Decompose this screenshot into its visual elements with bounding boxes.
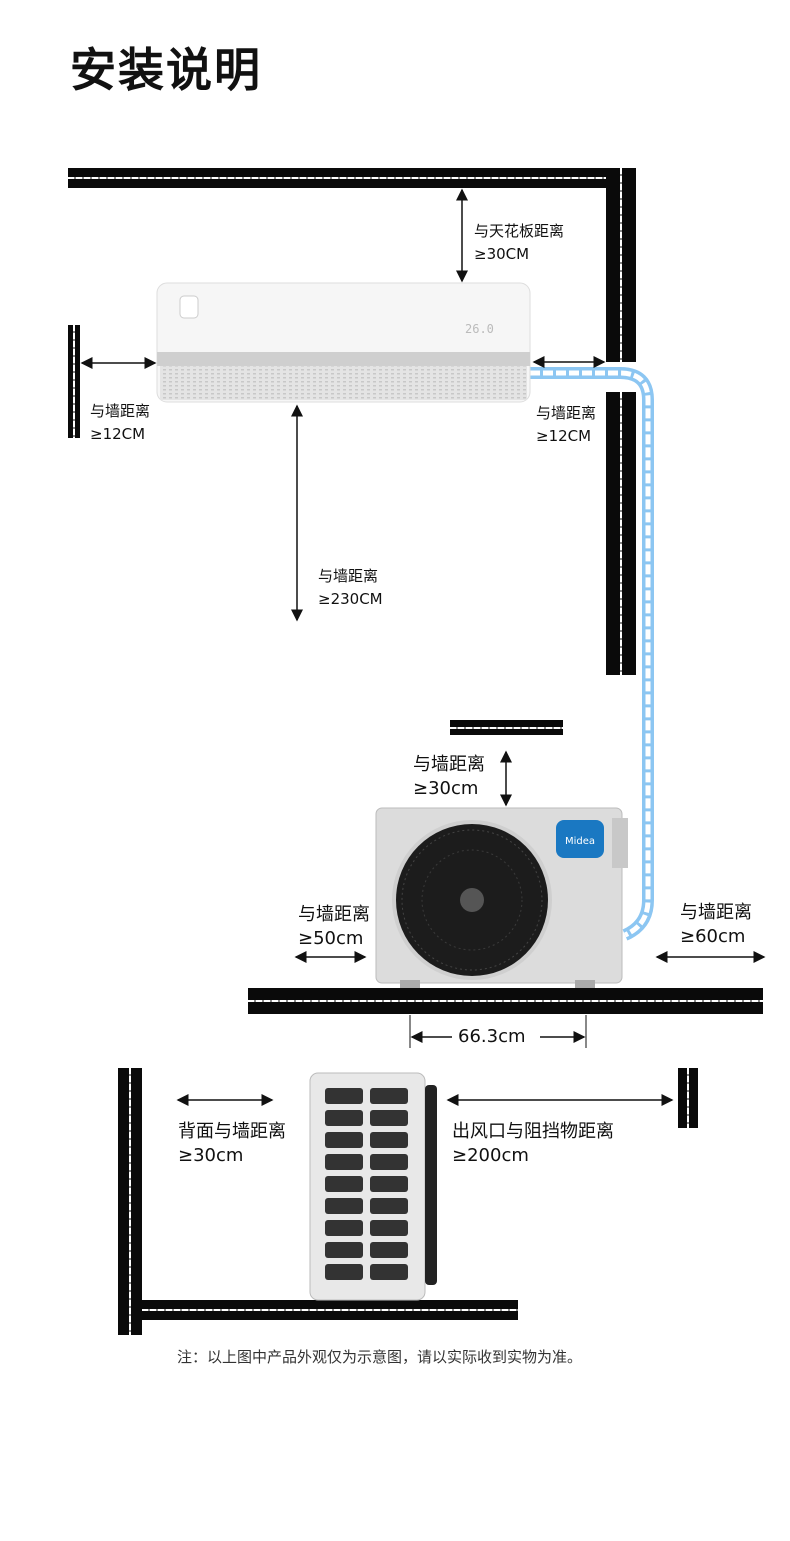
outdoor-top-label: 与墙距离≥30cm (413, 754, 485, 799)
side-floor (142, 1300, 518, 1320)
page-title: 安装说明 (70, 43, 262, 97)
right-wall-lower (606, 392, 636, 675)
disclaimer-note: 注：以上图中产品外观仅为示意图，请以实际收到实物为准。 (177, 1348, 583, 1366)
outdoor-right-label: 与墙距离≥60cm (680, 902, 752, 947)
outdoor-width-label: 66.3cm (458, 1026, 526, 1047)
outlet-distance-label: 出风口与阻挡物距离≥200cm (452, 1121, 614, 1166)
outdoor-left-label: 与墙距离≥50cm (298, 904, 370, 949)
right-distance-label: 与墙距离≥12CM (536, 404, 597, 445)
svg-text:26.0: 26.0 (465, 322, 494, 336)
side-obstacle (678, 1068, 698, 1128)
back-distance-label: 背面与墙距离≥30cm (178, 1121, 286, 1166)
ground (248, 988, 763, 1014)
right-wall-upper (606, 168, 636, 362)
indoor-unit: 26.0 (156, 282, 531, 403)
left-distance-label: 与墙距离≥12CM (90, 402, 151, 443)
left-wall (68, 325, 80, 438)
outdoor-top-wall (450, 720, 563, 735)
outdoor-unit-side (309, 1072, 437, 1301)
ceiling-distance-label: 与天花板距离≥30CM (474, 222, 565, 263)
side-back-wall (118, 1068, 142, 1335)
svg-text:Midea: Midea (565, 836, 595, 847)
below-distance-label: 与墙距离≥230CM (318, 567, 383, 608)
outdoor-unit: Midea (375, 807, 628, 988)
ceiling-wall (68, 168, 636, 188)
